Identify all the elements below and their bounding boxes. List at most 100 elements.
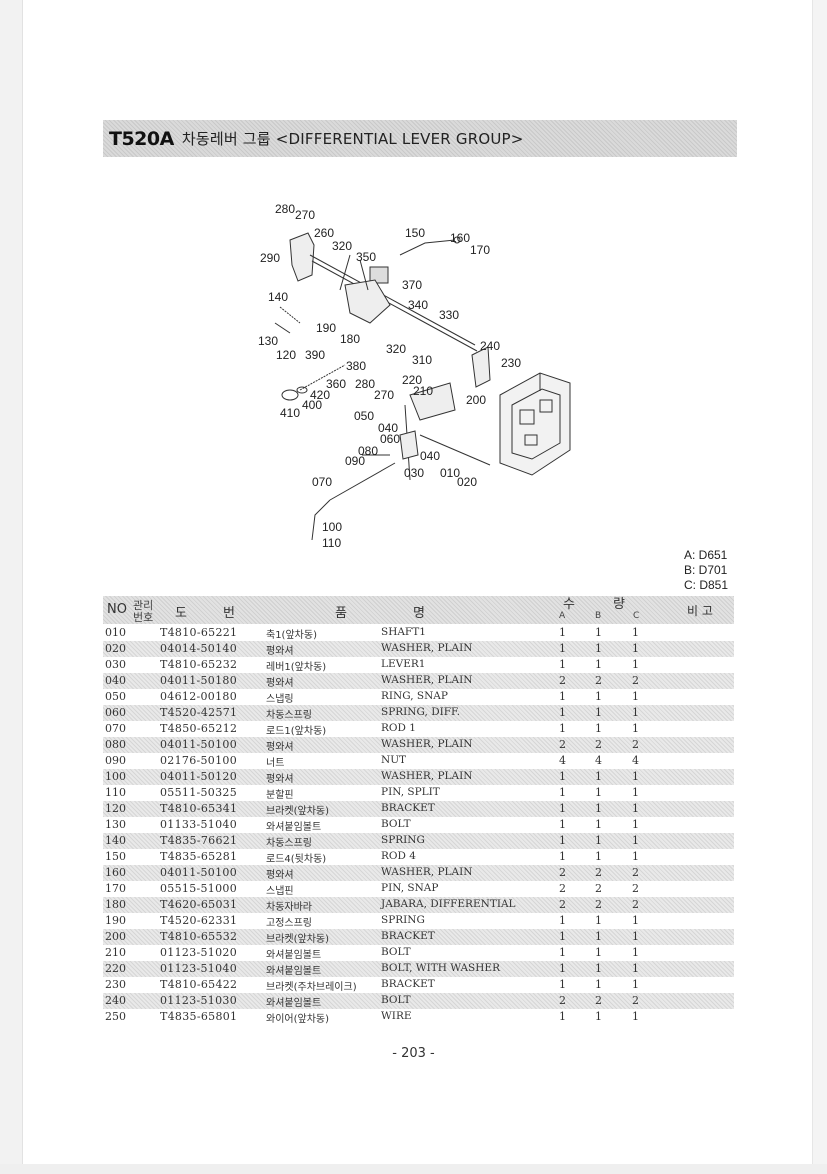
callout-160: 160 <box>450 231 470 245</box>
cell-qty-a: 1 <box>559 642 566 655</box>
cell-qty-a: 1 <box>559 818 566 831</box>
section-title: 차동레버 그룹 <DIFFERENTIAL LEVER GROUP> <box>181 130 524 148</box>
cell-qty-c: 1 <box>632 818 639 831</box>
cell-qty-a: 2 <box>559 898 566 911</box>
callout-400: 400 <box>302 398 322 412</box>
cell-qty-b: 1 <box>595 834 602 847</box>
exploded-parts-diagram: 280 270 260 320 350 150 160 170 290 370 … <box>258 202 571 550</box>
cell-part-number: 01123-51040 <box>160 962 238 975</box>
page-edge-bottom <box>0 1164 827 1174</box>
cell-name-english: BOLT <box>381 946 411 958</box>
callout-370: 370 <box>402 278 422 292</box>
callout-210: 210 <box>413 384 433 398</box>
header-col-a: A <box>559 611 566 621</box>
cell-name-english: BRACKET <box>381 802 435 814</box>
page-number: - 203 - <box>392 1046 435 1061</box>
cell-part-number: 05511-50325 <box>160 786 238 799</box>
cell-name-english: SPRING <box>381 914 425 926</box>
cell-part-number: T4810-65532 <box>160 930 238 943</box>
cell-part-number: T4835-65281 <box>160 850 238 863</box>
cell-qty-b: 1 <box>595 770 602 783</box>
callout-050: 050 <box>354 409 374 423</box>
callout-140: 140 <box>268 290 288 304</box>
callout-390: 390 <box>305 348 325 362</box>
cell-qty-c: 1 <box>632 834 639 847</box>
cell-part-number: 05515-51000 <box>160 882 238 895</box>
callout-310: 310 <box>412 353 432 367</box>
cell-part-number: T4810-65221 <box>160 626 238 639</box>
cell-name-english: PIN, SNAP <box>381 882 439 894</box>
header-qty-1: 수 <box>563 597 575 612</box>
cell-no: 170 <box>105 882 126 895</box>
cell-qty-c: 1 <box>632 626 639 639</box>
cell-name-korean: 차동스프링 <box>266 710 312 721</box>
page-edge-left <box>0 0 23 1174</box>
cell-name-english: SHAFT1 <box>381 626 426 638</box>
cell-part-number: T4850-65212 <box>160 722 238 735</box>
cell-qty-c: 1 <box>632 978 639 991</box>
cell-name-english: WIRE <box>381 1010 412 1022</box>
cell-no: 110 <box>105 786 126 799</box>
cell-qty-a: 1 <box>559 834 566 847</box>
callout-220: 220 <box>402 373 422 387</box>
cell-qty-c: 1 <box>632 914 639 927</box>
callout-040-b: 040 <box>420 449 440 463</box>
cell-qty-b: 1 <box>595 1010 602 1023</box>
cell-qty-a: 1 <box>559 930 566 943</box>
cell-part-number: T4810-65232 <box>160 658 238 671</box>
callout-labels: 280 270 260 320 350 150 160 170 290 370 … <box>258 202 521 550</box>
cell-qty-c: 1 <box>632 946 639 959</box>
cell-qty-b: 1 <box>595 706 602 719</box>
cell-name-korean: 너트 <box>266 758 285 769</box>
cell-name-korean: 와셔붙임볼트 <box>266 966 322 977</box>
cell-qty-b: 1 <box>595 930 602 943</box>
header-no: NO <box>107 602 127 617</box>
cell-name-english: ROD 1 <box>381 722 416 734</box>
callout-070: 070 <box>312 475 332 489</box>
cell-qty-a: 1 <box>559 690 566 703</box>
cell-name-english: BRACKET <box>381 978 435 990</box>
cell-name-korean: 스냅링 <box>266 694 294 705</box>
cell-part-number: T4835-76621 <box>160 834 238 847</box>
cell-name-english: WASHER, PLAIN <box>381 738 473 750</box>
cell-qty-c: 2 <box>632 674 639 687</box>
callout-110: 110 <box>322 536 341 550</box>
cell-qty-a: 2 <box>559 994 566 1007</box>
callout-290: 290 <box>260 251 280 265</box>
cell-qty-c: 1 <box>632 1010 639 1023</box>
cell-name-korean: 로드1(앞차동) <box>266 726 327 737</box>
cell-part-number: 04011-50120 <box>160 770 238 783</box>
cell-qty-c: 2 <box>632 738 639 751</box>
header-mgmt-top: 관리 <box>133 599 154 612</box>
cell-qty-a: 2 <box>559 866 566 879</box>
cell-name-korean: 브라켓(주차브레이크) <box>266 982 357 993</box>
cell-name-korean: 와셔붙임볼트 <box>266 822 322 833</box>
cell-qty-c: 1 <box>632 642 639 655</box>
header-col-c: C <box>633 611 640 621</box>
cell-qty-c: 1 <box>632 962 639 975</box>
callout-100: 100 <box>322 520 342 534</box>
callout-420: 420 <box>310 388 330 402</box>
cell-name-korean: 분할핀 <box>266 790 294 801</box>
cell-no: 030 <box>105 658 126 671</box>
cell-qty-c: 2 <box>632 898 639 911</box>
callout-340: 340 <box>408 298 428 312</box>
cell-qty-c: 1 <box>632 930 639 943</box>
cell-qty-a: 1 <box>559 706 566 719</box>
callout-240: 240 <box>480 339 500 353</box>
cell-no: 250 <box>105 1010 126 1023</box>
cell-part-number: T4620-65031 <box>160 898 238 911</box>
cell-name-english: BOLT, WITH WASHER <box>381 962 500 974</box>
model-key-a: A: D651 <box>684 548 728 562</box>
cell-qty-c: 1 <box>632 802 639 815</box>
